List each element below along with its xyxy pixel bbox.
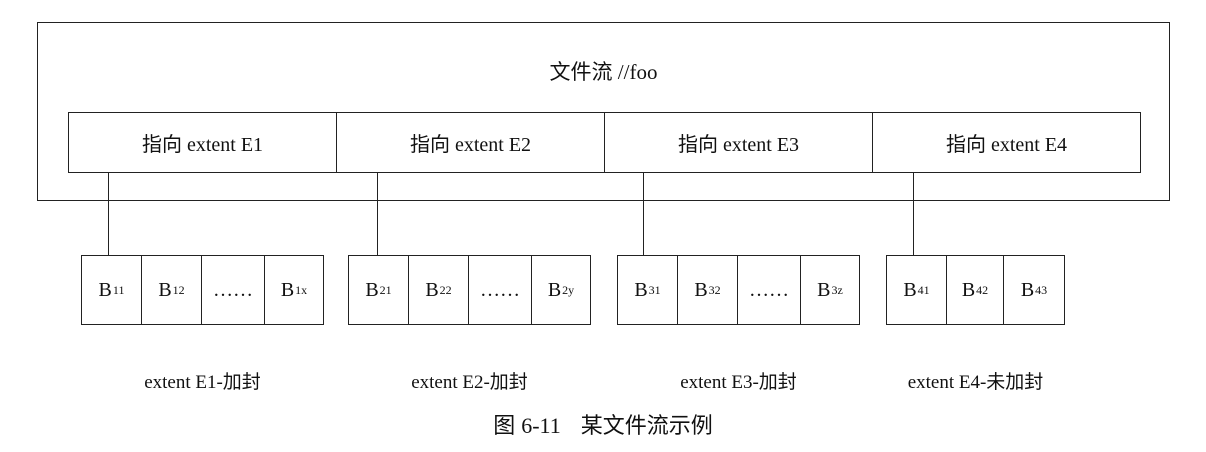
- extent-e1-label: extent E1-加封: [144, 372, 261, 393]
- connector-e2: [377, 173, 378, 255]
- pointer-e2: 指向 extent E2: [337, 113, 605, 172]
- file-stream-box: [37, 22, 1170, 201]
- block-ellipsis: ……: [469, 256, 532, 324]
- connector-e1: [108, 173, 109, 255]
- block-ellipsis: ……: [738, 256, 801, 324]
- block-ellipsis: ……: [202, 256, 265, 324]
- pointer-e1: 指向 extent E1: [69, 113, 337, 172]
- caption-prefix: 图: [493, 413, 516, 438]
- caption-text: 某文件流示例: [580, 413, 713, 438]
- connector-e3: [643, 173, 644, 255]
- caption-number: 6-11: [521, 413, 561, 438]
- extent-e4-label: extent E4-未加封: [907, 372, 1044, 393]
- extent-pointer-row: 指向 extent E1 指向 extent E2 指向 extent E3 指…: [68, 112, 1141, 173]
- pointer-e3: 指向 extent E3: [605, 113, 873, 172]
- pointer-e4: 指向 extent E4: [945, 134, 1068, 156]
- file-stream-title: 文件流 //foo: [549, 60, 658, 84]
- extent-e3-label: extent E3-加封: [680, 372, 797, 393]
- connector-e4: [913, 173, 914, 255]
- extent-e2-label: extent E2-加封: [411, 372, 528, 393]
